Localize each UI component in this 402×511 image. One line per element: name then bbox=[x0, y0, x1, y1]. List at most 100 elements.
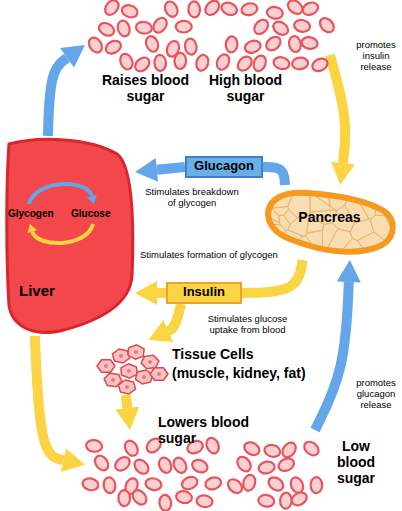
arrow-group bbox=[115, 395, 139, 430]
pancreas-cell bbox=[388, 206, 397, 210]
arrow-head bbox=[148, 320, 173, 342]
node-text: High blood sugar bbox=[203, 72, 288, 104]
cell-nucleus bbox=[125, 385, 129, 389]
arrow-head bbox=[331, 162, 355, 185]
arrow-connector bbox=[242, 260, 303, 293]
arrow-group bbox=[135, 158, 185, 182]
tissue-cell bbox=[118, 380, 135, 394]
blood-cell bbox=[85, 439, 102, 452]
blood-cell bbox=[113, 454, 133, 473]
blood-cell bbox=[251, 54, 268, 73]
pancreas-cell bbox=[386, 194, 397, 207]
blood-cell bbox=[310, 477, 322, 493]
blood-cell bbox=[118, 52, 134, 71]
blood-cell bbox=[171, 455, 189, 475]
blood-cell bbox=[118, 490, 130, 506]
blood-cell bbox=[188, 1, 201, 18]
blood-cell-group bbox=[86, 0, 336, 74]
blood-cell bbox=[293, 19, 311, 34]
blood-cell bbox=[258, 460, 276, 475]
blood-cell bbox=[280, 440, 299, 460]
blood-cell bbox=[214, 52, 231, 71]
arrow-connector bbox=[315, 282, 349, 430]
arrow-label: promotes glucagon release bbox=[350, 378, 402, 411]
blood-cell bbox=[280, 492, 293, 509]
blood-cell bbox=[116, 19, 131, 38]
blood-cell bbox=[184, 38, 198, 55]
blood-cell bbox=[174, 53, 186, 70]
node-shape bbox=[85, 0, 330, 110]
blood-cell bbox=[86, 35, 104, 55]
cell-nucleus bbox=[148, 360, 152, 364]
liver-outline bbox=[7, 139, 133, 332]
blood-cell bbox=[302, 439, 322, 458]
arrow-connector bbox=[126, 395, 128, 408]
blood-cell bbox=[157, 456, 174, 475]
blood-cell bbox=[235, 54, 255, 74]
pancreas-texture bbox=[262, 185, 397, 260]
liver-organ: GlycogenGlucoseLiver bbox=[5, 136, 135, 336]
arrow-group bbox=[263, 167, 285, 185]
node-text: Liver bbox=[19, 282, 79, 299]
blood-cell bbox=[272, 56, 290, 71]
tissue-cell bbox=[128, 345, 144, 359]
blood-cell bbox=[135, 21, 153, 35]
blood-cell bbox=[159, 494, 172, 511]
arrow-head bbox=[135, 158, 158, 182]
arrow-head bbox=[60, 45, 85, 68]
cell-nucleus bbox=[104, 364, 108, 368]
blood-cell bbox=[120, 3, 139, 19]
blood-cell bbox=[204, 436, 221, 455]
blood-cell bbox=[203, 0, 222, 18]
blood-cell bbox=[130, 488, 149, 508]
arrow-label: Stimulates formation of glycogen bbox=[140, 250, 290, 261]
arrow-group bbox=[242, 260, 303, 293]
blood-cell bbox=[234, 454, 253, 474]
tissue-cell bbox=[141, 355, 159, 368]
node-text: Low blood sugar bbox=[325, 438, 387, 486]
blood-cell bbox=[251, 17, 270, 37]
cell-nucleus bbox=[119, 354, 123, 358]
blood-cell bbox=[144, 477, 162, 492]
blood-cell-group bbox=[81, 436, 322, 511]
tissue-cells: Tissue Cells(muscle, kidney, fat) bbox=[92, 340, 317, 395]
arrow-connector bbox=[330, 55, 345, 163]
hormone-box: Glucagon bbox=[185, 156, 263, 178]
blood-cell bbox=[266, 475, 286, 494]
arrow-group bbox=[35, 336, 85, 472]
blood-cell bbox=[301, 0, 320, 17]
blood-cell bbox=[301, 36, 319, 50]
blood-cell bbox=[277, 456, 296, 473]
cycle-arrow-head bbox=[27, 224, 37, 233]
cell-nucleus bbox=[111, 378, 115, 382]
arrow-group bbox=[48, 45, 85, 136]
cell-nucleus bbox=[134, 350, 138, 354]
blood-cell bbox=[162, 0, 179, 19]
arrow-connector bbox=[157, 288, 166, 298]
box-outline bbox=[167, 283, 241, 303]
node-text: Glycogen bbox=[8, 208, 66, 220]
blood-cell bbox=[176, 21, 192, 33]
box-outline bbox=[186, 157, 262, 177]
pancreas-organ: Pancreas bbox=[262, 185, 397, 260]
blood-cell bbox=[288, 35, 303, 53]
blood-cell bbox=[180, 474, 199, 491]
blood-cell bbox=[122, 438, 140, 458]
blood-cell bbox=[257, 494, 275, 508]
node-text: Tissue Cells bbox=[172, 346, 317, 362]
blood-cell bbox=[196, 494, 214, 508]
blood-cell bbox=[102, 0, 121, 17]
tissue-cell bbox=[150, 368, 168, 381]
blood-cell bbox=[81, 477, 99, 492]
blood-cell bbox=[241, 473, 257, 492]
pancreas-cell bbox=[383, 185, 397, 198]
blood-cell bbox=[154, 55, 166, 72]
cycle-arrow bbox=[29, 184, 92, 204]
blood-cell bbox=[132, 55, 152, 74]
blood-cell bbox=[220, 0, 239, 17]
blood-cell bbox=[92, 453, 111, 473]
blood-cell bbox=[104, 38, 124, 56]
arrow-connector bbox=[157, 167, 185, 170]
arrow-group bbox=[330, 55, 355, 185]
